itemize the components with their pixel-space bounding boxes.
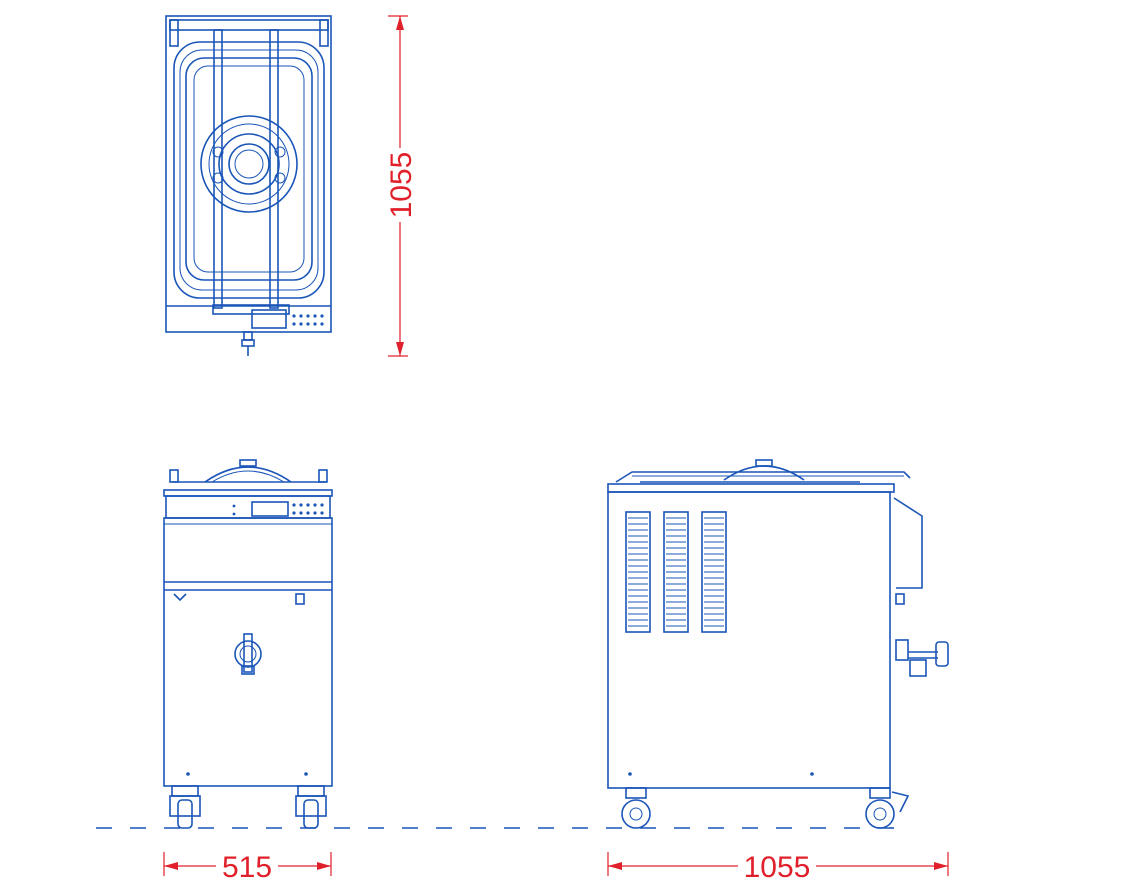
top-view-rail-right: [269, 29, 279, 309]
front-view-lid: [204, 466, 292, 483]
dimension-depth: 1055: [607, 851, 949, 884]
front-view-tap: [234, 633, 262, 675]
dimension-width: 515: [163, 851, 332, 884]
dimension-depth-label: 1055: [744, 851, 811, 884]
top-view-drain: [243, 331, 253, 341]
front-view-rim: [163, 489, 333, 497]
dimension-height-label: 1055: [385, 152, 418, 219]
dimension-height: 1055: [385, 15, 418, 357]
top-view-handle-bar: [169, 19, 329, 31]
top-view-front-bar: [212, 304, 290, 315]
top-view-well-inner: [185, 57, 313, 281]
front-view-wheel-right: [295, 785, 327, 829]
top-view-control-dots: [292, 314, 324, 326]
side-view-handle: [615, 471, 911, 483]
side-view: [607, 459, 949, 829]
front-view-wheel-left: [169, 785, 201, 829]
front-view: [163, 459, 333, 829]
side-view-rim: [607, 483, 895, 493]
top-view-well-outer: [173, 41, 325, 299]
side-view-wheel-right: [865, 787, 910, 829]
top-view-lid-knob: [228, 143, 270, 185]
side-view-vents: [625, 511, 727, 633]
front-view-display: [251, 501, 289, 517]
top-view-rail-left: [213, 29, 223, 309]
side-view-tap: [895, 639, 949, 677]
side-view-wheel-left: [621, 787, 651, 829]
top-view-control-panel: [251, 309, 287, 329]
side-view-motor-housing: [893, 497, 923, 589]
front-view-body: [163, 517, 333, 787]
top-view-lid-ring: [200, 115, 298, 213]
top-view: [165, 15, 332, 356]
front-view-control-dots: [232, 503, 324, 516]
side-view-lid: [723, 465, 805, 481]
dimension-width-label: 515: [222, 851, 272, 884]
front-view-control-band: [165, 495, 331, 519]
